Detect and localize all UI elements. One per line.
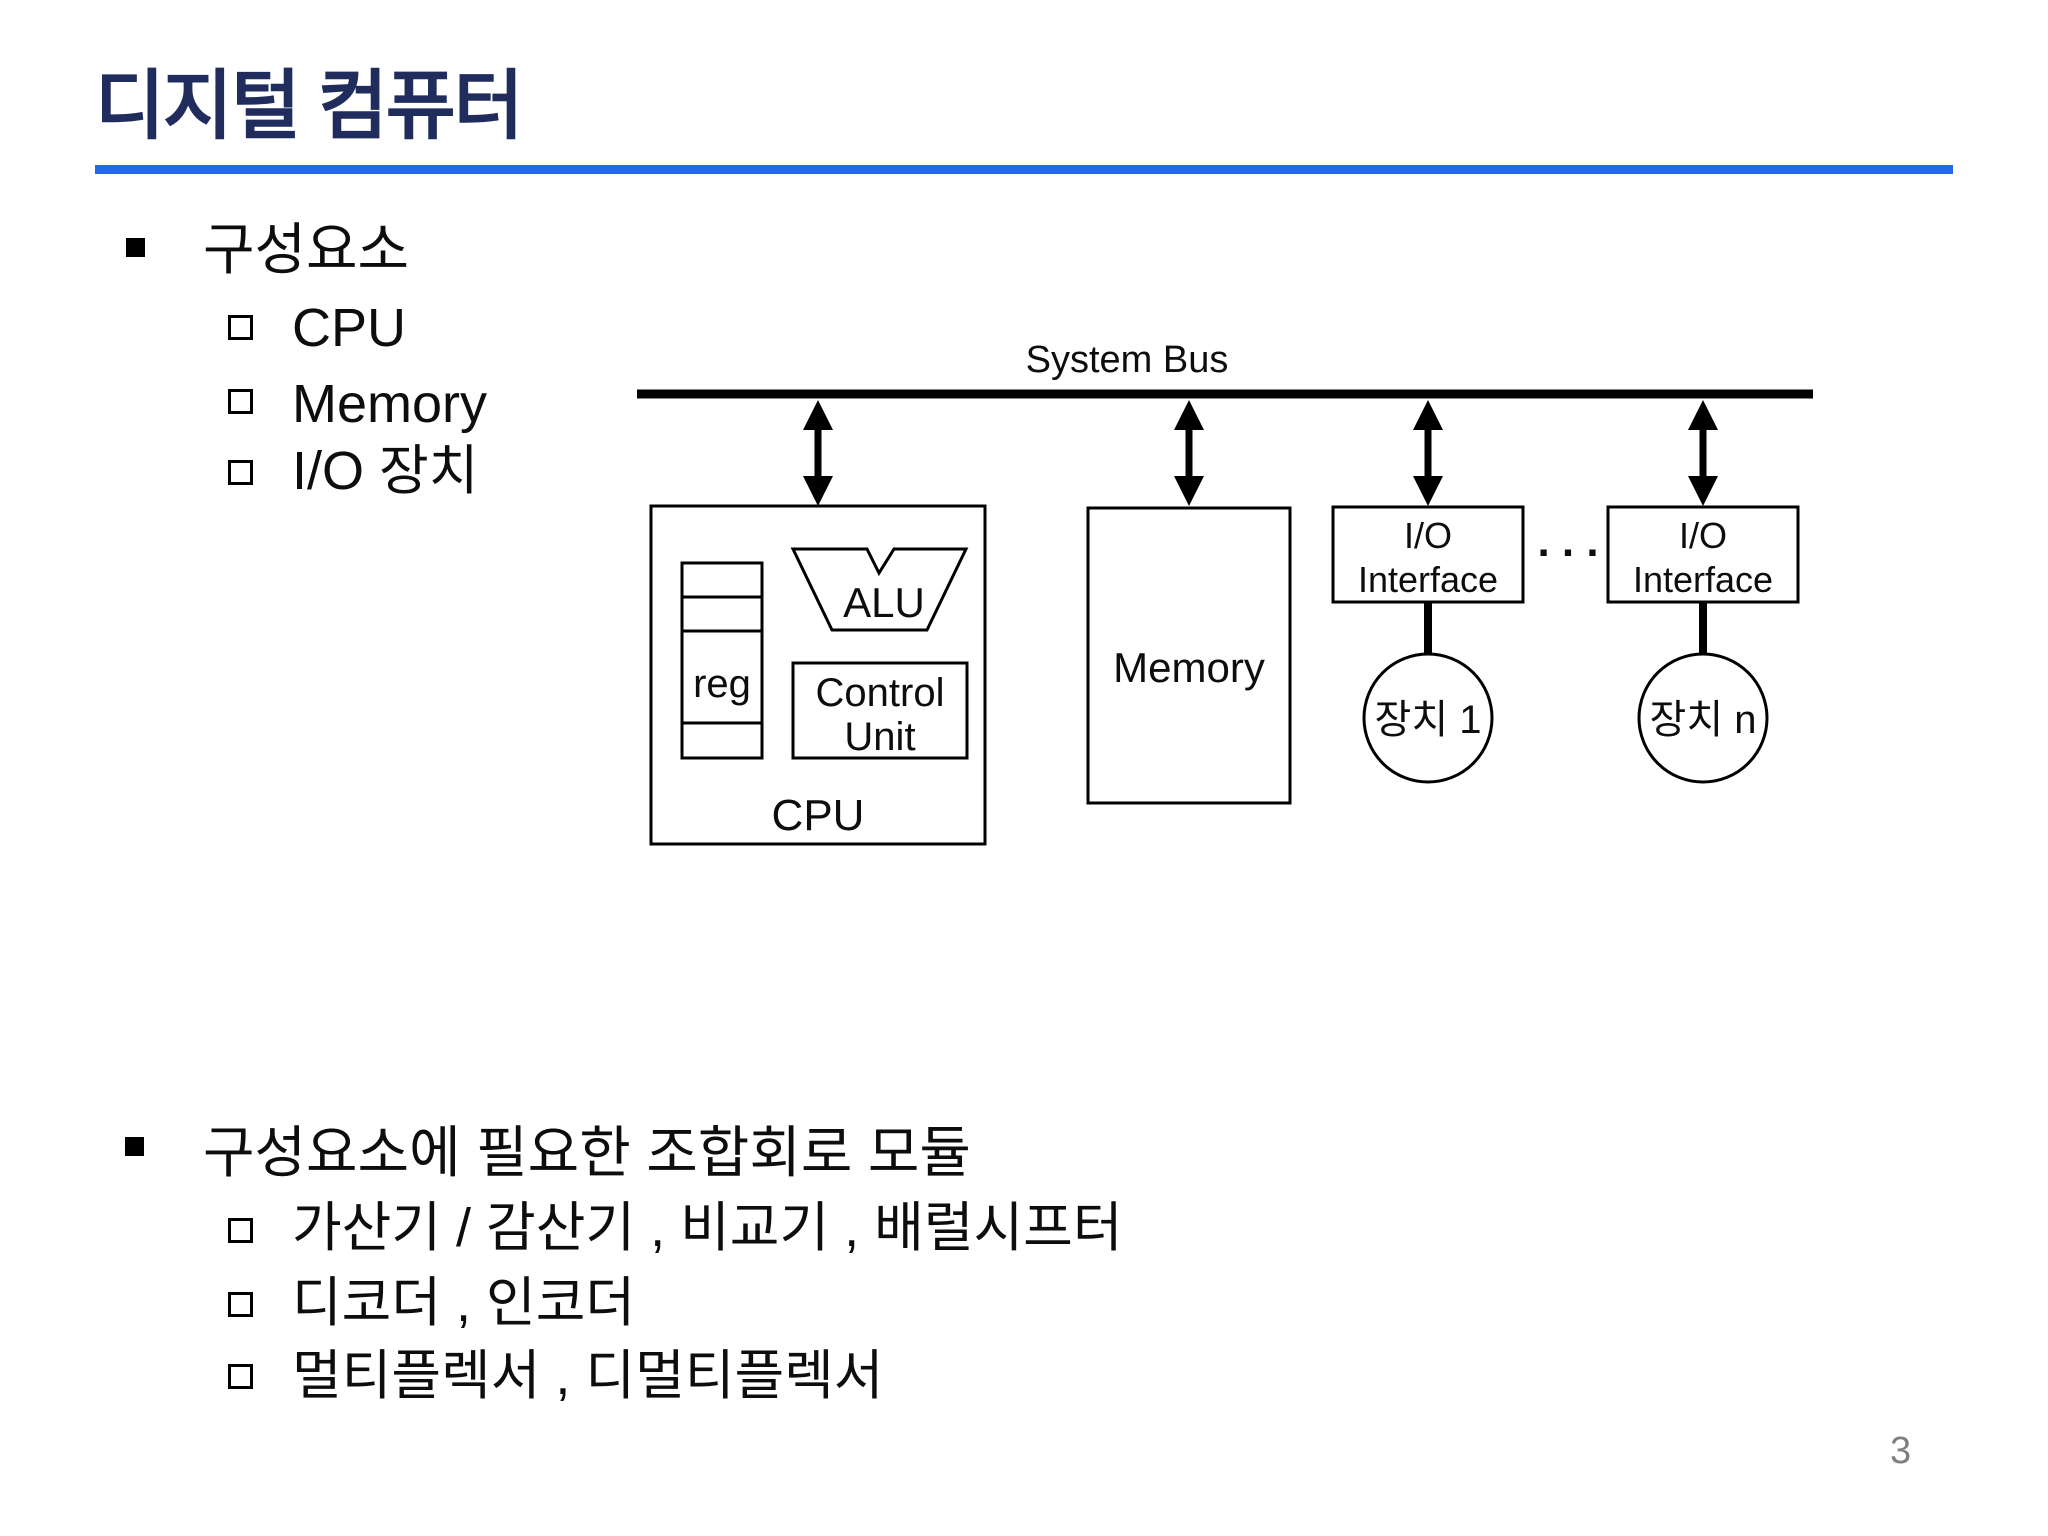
alu-label: ALU [843,579,925,626]
section2-item-adder: 가산기 / 감산기 , 비교기 , 배럴시프터 [292,1198,1123,1258]
io-interface-2-box [1606,505,1800,604]
section2-item-decoder: 디코더 , 인코더 [292,1273,636,1333]
device-1-circle [1362,652,1494,784]
bus-arrow-io2 [1688,400,1718,506]
io-interface-1-line2: Interface [1358,559,1498,600]
cpu-label: CPU [772,791,865,840]
alu-shape [790,547,969,632]
bus-arrow-cpu [803,400,833,506]
section2-bullet-icon [125,1137,144,1156]
control-unit-label-line1: Control [816,671,945,715]
section1-heading: 구성요소 [203,218,410,281]
section1-item-cpu: CPU [292,298,407,358]
memory-box [1086,506,1292,805]
section1-bullet-icon [126,238,145,257]
section2-item2-bullet-icon [228,1292,253,1317]
register-stack [680,561,764,760]
section2-heading: 구성요소에 필요한 조합회로 모듈 [203,1121,971,1184]
io-interface-1-line1: I/O [1404,515,1452,556]
page-title: 디지털 컴퓨터 [95,64,524,149]
page-number: 3 [1890,1430,1912,1472]
bus-arrow-memory [1174,400,1204,506]
title-divider [95,165,1953,174]
section2-item-multiplexer: 멀티플렉서 , 디멀티플렉서 [292,1346,884,1406]
io-interface-1-box [1331,505,1525,604]
bus-arrow-io1 [1413,400,1443,506]
control-unit-label-line2: Unit [844,715,915,759]
section1-item-io: I/O 장치 [292,441,479,501]
device-1-label: 장치 1 [1375,698,1482,742]
section2-item3-bullet-icon [228,1364,253,1389]
section1-item2-bullet-icon [228,389,253,414]
device-n-label: 장치 n [1650,698,1757,742]
section2-item1-bullet-icon [228,1218,253,1243]
register-label: reg [693,662,751,706]
system-diagram: System Bus [637,339,1813,846]
io-interface-2-line2: Interface [1633,559,1773,600]
section1-item1-bullet-icon [228,315,253,340]
system-bus-label: System Bus [1026,339,1229,381]
section1-item-memory: Memory [292,374,488,434]
memory-label: Memory [1113,644,1265,691]
section1-item3-bullet-icon [228,460,253,485]
ellipsis-dots: . . . [1537,517,1598,566]
io-interface-2-line1: I/O [1679,515,1727,556]
device-n-circle [1637,652,1769,784]
control-unit-box [791,661,969,760]
